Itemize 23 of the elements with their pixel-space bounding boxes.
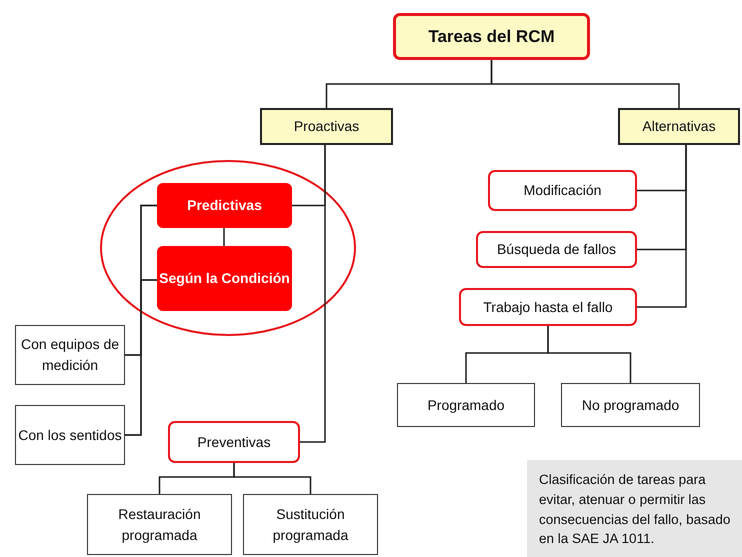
connector-line	[233, 463, 312, 494]
highlighted-box: Predictivas	[157, 183, 292, 228]
connector-line	[223, 228, 225, 246]
process-box: No programado	[561, 383, 700, 427]
title-box: Tareas del RCM	[393, 13, 590, 60]
connector-line	[125, 279, 157, 436]
category-box: Alternativas	[618, 108, 740, 145]
highlighted-box: Según la Condición	[157, 246, 292, 311]
process-box: Con los sentidos	[15, 405, 125, 465]
rounded-box: Preventivas	[168, 421, 300, 463]
process-box: Programado	[397, 383, 535, 427]
rounded-box: Trabajo hasta el fallo	[459, 288, 637, 326]
category-box: Proactivas	[260, 108, 393, 145]
process-box: Con equipos de medición	[15, 325, 125, 385]
connector-line	[547, 326, 632, 383]
connector-line	[490, 60, 680, 108]
rounded-box: Búsqueda de fallos	[476, 231, 637, 268]
rounded-box: Modificación	[488, 170, 637, 211]
connector-line	[637, 145, 687, 308]
note-panel: Clasificación de tareas para evitar, atenuar o permitir las consecuencias del fallo, basado en la SAE JA 1011.	[527, 460, 742, 557]
process-box: Restauración programada	[87, 494, 232, 555]
process-box: Sustitución programada	[243, 494, 378, 555]
connector-line	[300, 145, 326, 443]
